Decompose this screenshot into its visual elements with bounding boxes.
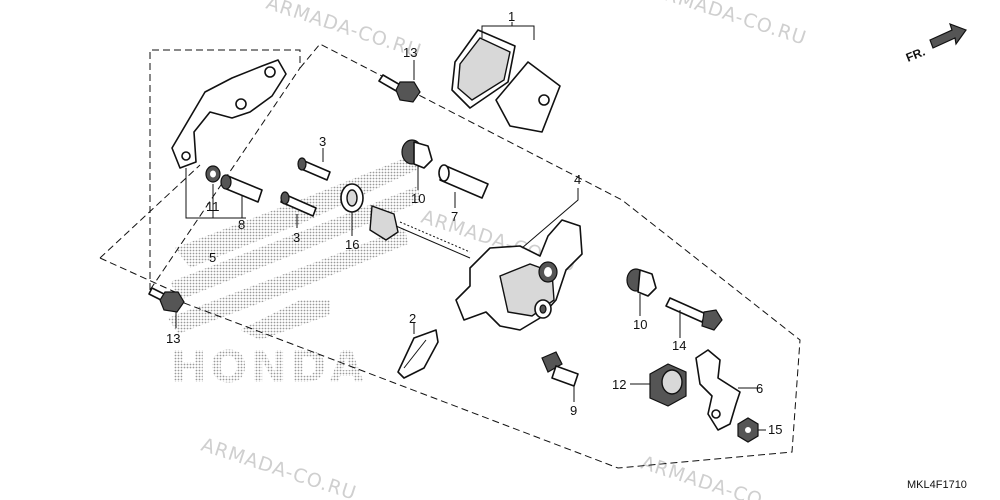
pin-3-bottom [280, 191, 317, 217]
piston-assembly [369, 205, 471, 259]
callout-5: 5 [209, 250, 216, 265]
watermark-top: ARMADA-CO.RU [263, 0, 424, 63]
pad-spring-2 [397, 329, 439, 379]
callout-11: 11 [206, 199, 220, 214]
assembly-outline [99, 43, 801, 469]
callout-numbers: 1 2 3 3 4 5 6 7 8 9 10 10 11 12 13 13 14… [166, 9, 782, 437]
callout-14: 14 [672, 338, 686, 353]
pin-8 [220, 174, 263, 203]
callout-6: 6 [756, 381, 763, 396]
seal-16 [340, 183, 364, 213]
watermark-bottom-right: ARMADA-CO. [638, 452, 771, 500]
callout-7: 7 [451, 209, 458, 224]
pin-3-top [297, 157, 331, 181]
bolt-13-bottom [148, 287, 185, 313]
callout-13-top: 13 [403, 45, 417, 60]
slide-pin-7 [438, 164, 489, 199]
caliper-bracket [171, 59, 287, 169]
bolt-14 [665, 297, 723, 331]
stay-6 [695, 349, 741, 431]
callout-1: 1 [508, 9, 515, 24]
callout-8: 8 [238, 217, 245, 232]
callout-10-top: 10 [411, 191, 425, 206]
callout-4: 4 [574, 172, 581, 187]
callout-16: 16 [345, 237, 359, 252]
watermark-bottom-left: ARMADA-CO.RU [198, 434, 359, 500]
brake-pads [451, 29, 561, 133]
honda-logo-text: HONDA [170, 342, 367, 393]
rubber-12 [649, 363, 687, 407]
caliper-body [455, 219, 583, 331]
callout-3-top: 3 [319, 134, 326, 149]
front-direction-arrow: FR. [904, 22, 967, 65]
nut-15 [737, 417, 759, 443]
honda-wing-logo: HONDA [168, 152, 425, 393]
callout-2: 2 [409, 311, 416, 326]
callout-3-bottom: 3 [293, 230, 300, 245]
direction-label: FR. [904, 45, 927, 65]
boot-10-top [401, 139, 433, 169]
callout-13-bottom: 13 [166, 331, 180, 346]
callout-9: 9 [570, 403, 577, 418]
boot-10-bottom [626, 268, 657, 297]
diagram-code: MKL4F1710 [907, 479, 967, 491]
leader-lines [175, 22, 766, 431]
callout-12: 12 [612, 377, 626, 392]
washer-11 [205, 165, 221, 183]
callout-15: 15 [768, 422, 782, 437]
bolt-13-top [378, 74, 421, 103]
watermark-top-right: ARMADA-CO.RU [648, 0, 809, 50]
bleeder-9 [541, 351, 579, 387]
callout-10-bottom: 10 [633, 317, 647, 332]
